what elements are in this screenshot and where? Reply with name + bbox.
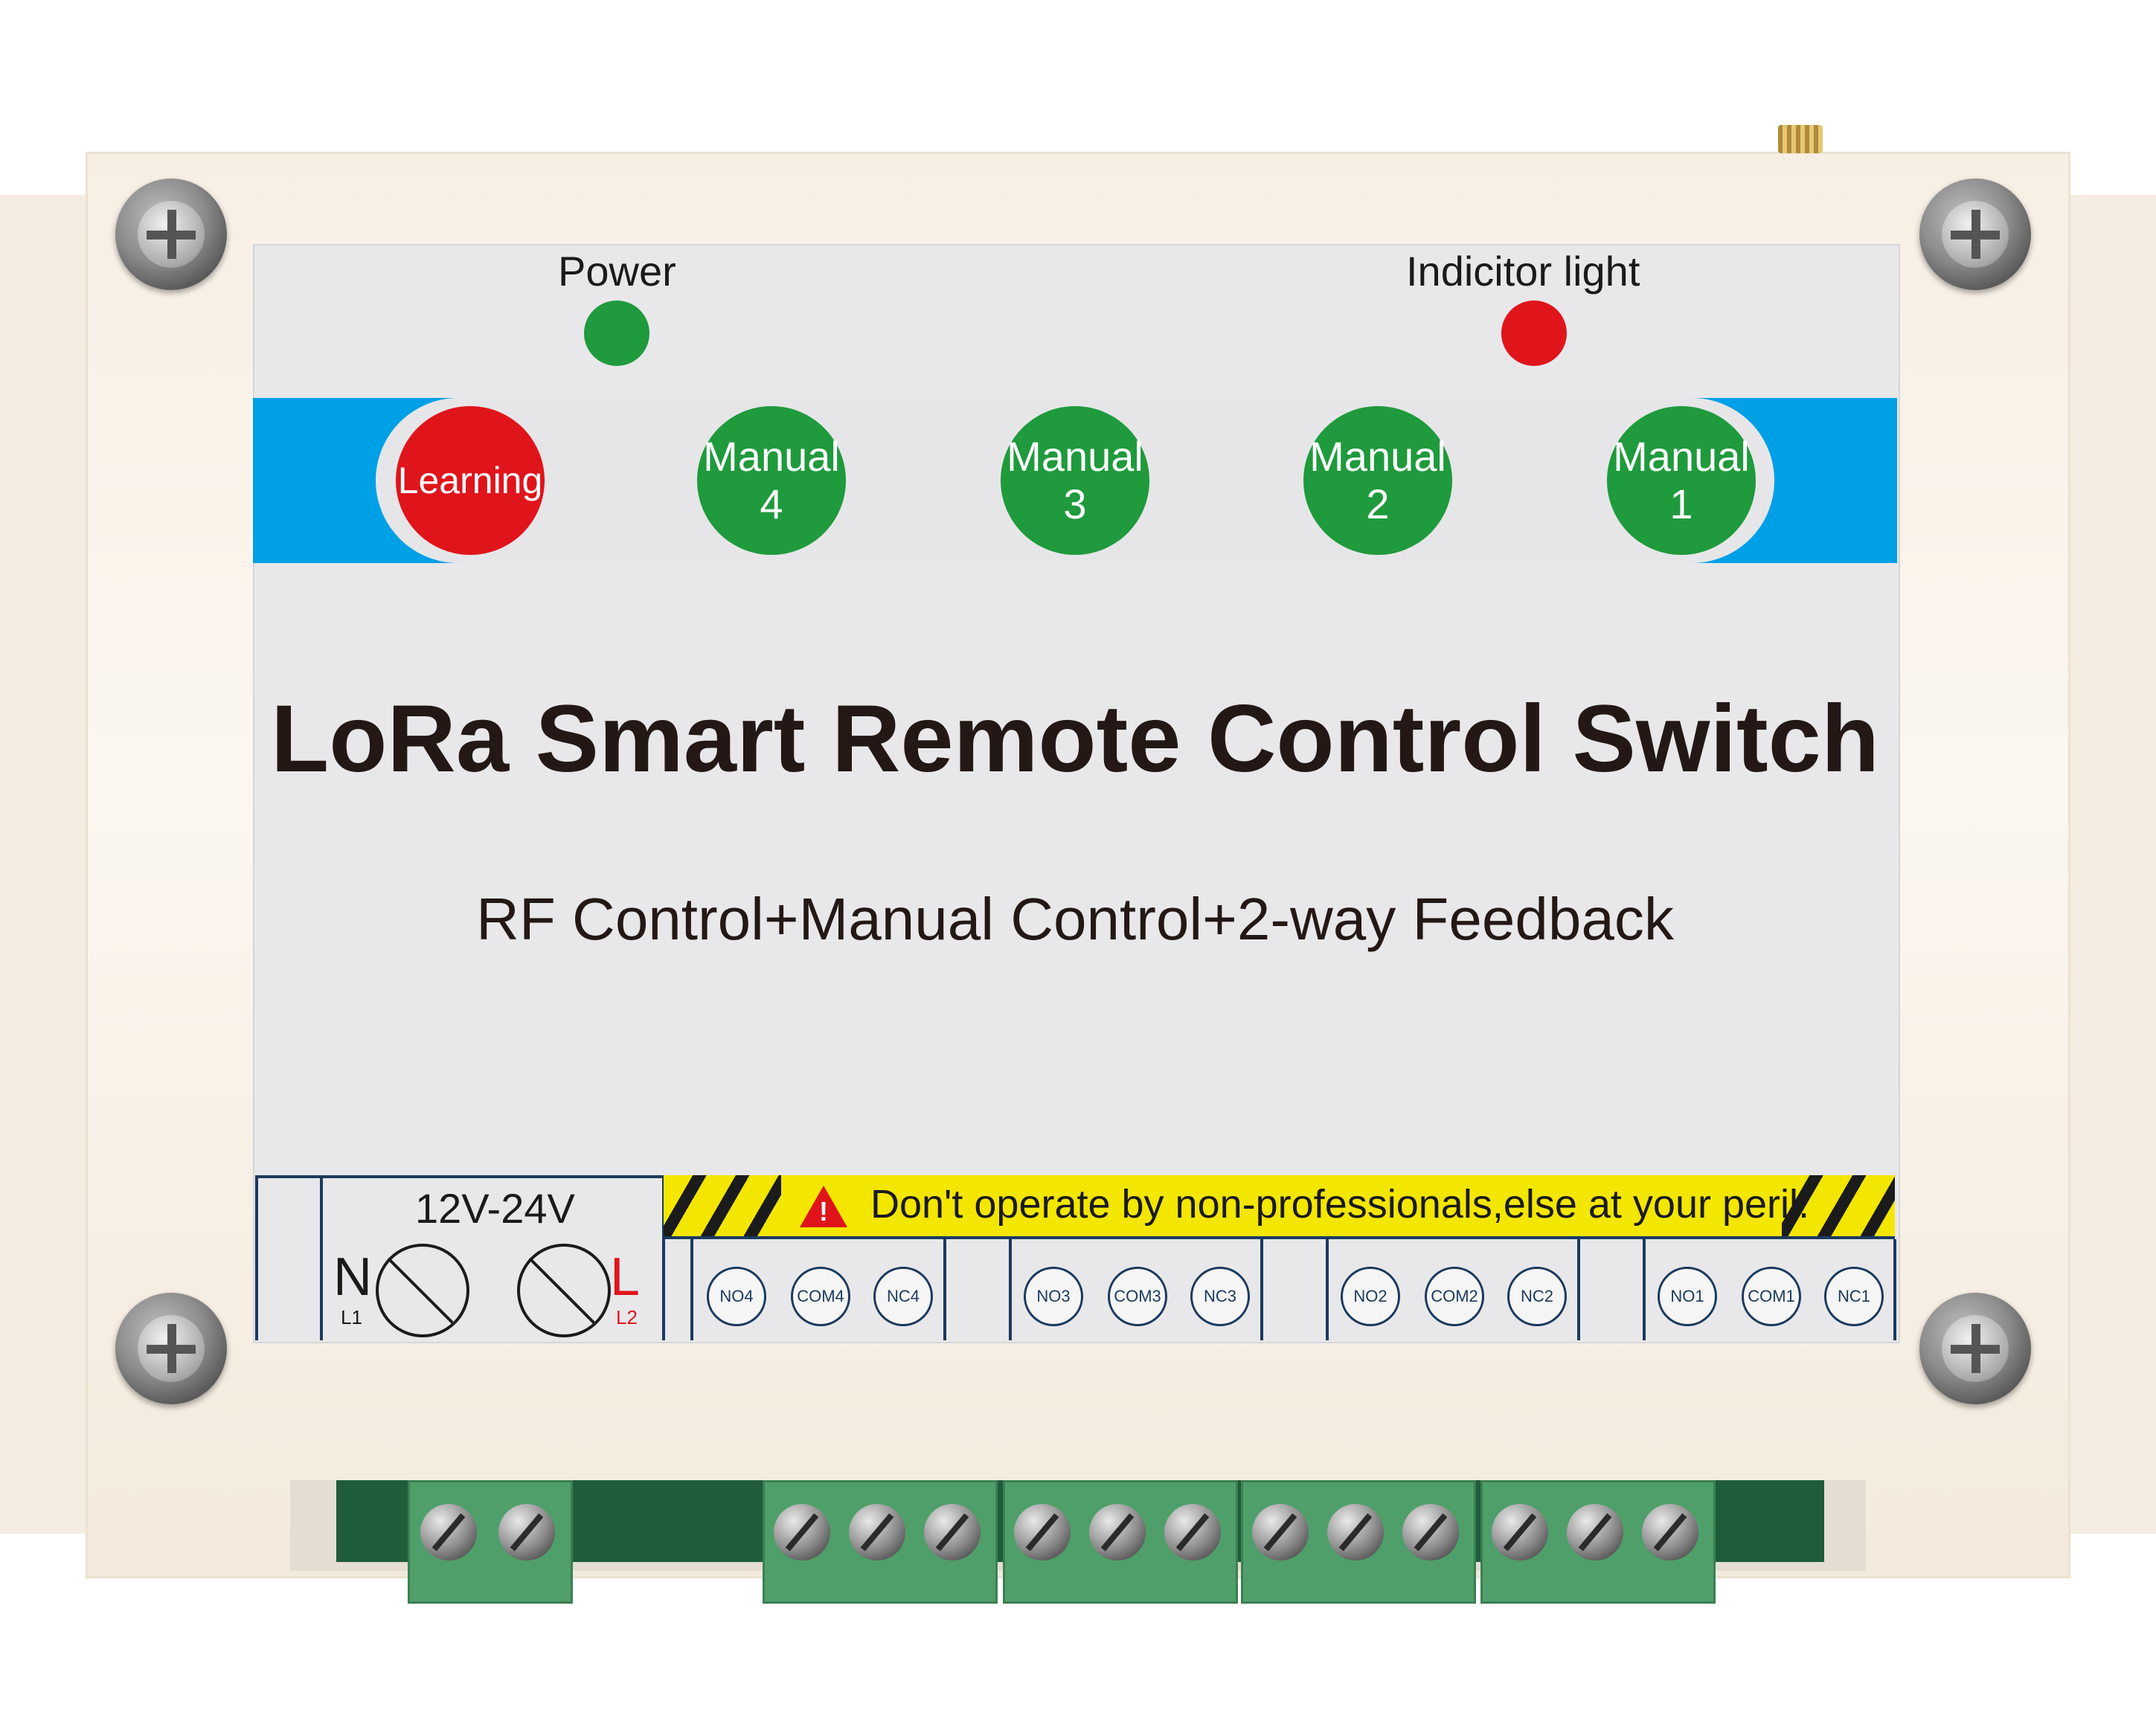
terminal-screw-icon <box>1089 1504 1146 1561</box>
terminal-screw-icon <box>1327 1504 1384 1561</box>
terminal-screw-icon <box>1252 1504 1309 1561</box>
manual-3-button-line2: 3 <box>1063 481 1087 527</box>
terminal-screw-icon <box>774 1504 830 1561</box>
neutral-sublabel: L1 <box>341 1306 362 1328</box>
manual-4-button-line1: Manual <box>703 433 840 480</box>
indicator-led <box>1501 301 1567 366</box>
terminal-screw-icon <box>1642 1504 1698 1561</box>
live-label: L <box>610 1247 641 1307</box>
manual-3-button[interactable]: Manual 3 <box>1001 406 1149 555</box>
relay-divider <box>1260 1239 1263 1340</box>
relay-divider <box>943 1239 946 1340</box>
pin-nc4: NC4 <box>873 1267 933 1326</box>
pin-no2: NO2 <box>1341 1267 1400 1326</box>
manual-2-button-line1: Manual <box>1309 433 1446 480</box>
terminal-screw-icon <box>1164 1504 1221 1561</box>
terminal-screw-icon <box>420 1504 477 1561</box>
relay-divider <box>1326 1239 1329 1340</box>
power-led <box>584 301 649 366</box>
relay-divider <box>1643 1239 1646 1340</box>
manual-2-button[interactable]: Manual 2 <box>1303 406 1452 555</box>
manual-2-button-line2: 2 <box>1366 481 1390 527</box>
pin-com1: COM1 <box>1742 1267 1801 1326</box>
manual-4-button[interactable]: Manual 4 <box>697 406 846 555</box>
antenna-connector <box>1778 125 1823 153</box>
terminal-screw-icon <box>849 1504 905 1561</box>
strip-divider <box>662 1175 665 1340</box>
pin-com3: COM3 <box>1108 1267 1167 1326</box>
manual-4-button-line2: 4 <box>760 481 783 527</box>
enclosure-left-wing <box>0 195 89 1534</box>
pin-com2: COM2 <box>1425 1267 1484 1326</box>
terminal-screw-icon <box>1492 1504 1548 1561</box>
product-title: LoRa Smart Remote Control Switch <box>271 686 1879 792</box>
learning-button[interactable]: Learning <box>396 406 545 555</box>
warning-triangle-icon: ! <box>800 1186 847 1227</box>
warning-bar-underline <box>664 1236 1895 1239</box>
learning-button-label: Learning <box>397 460 543 501</box>
neutral-terminal-icon <box>376 1244 469 1337</box>
pin-no3: NO3 <box>1024 1267 1083 1326</box>
manual-1-button-line1: Manual <box>1613 433 1750 480</box>
relay-divider <box>690 1239 693 1340</box>
relay-divider <box>1009 1239 1012 1340</box>
screw-top-right-icon <box>1919 179 2031 290</box>
pin-com4: COM4 <box>791 1267 850 1326</box>
live-sublabel: L2 <box>616 1306 638 1328</box>
manual-1-button[interactable]: Manual 1 <box>1607 406 1756 555</box>
screw-bottom-left-icon <box>115 1293 227 1404</box>
strip-divider <box>320 1175 323 1340</box>
neutral-label: N <box>333 1247 372 1307</box>
relay-divider <box>1577 1239 1580 1340</box>
terminal-screw-icon <box>498 1504 555 1561</box>
terminal-screw-icon <box>1014 1504 1071 1561</box>
relay-divider <box>1893 1239 1896 1340</box>
manual-1-button-line2: 1 <box>1669 481 1693 527</box>
voltage-label: 12V-24V <box>415 1185 575 1232</box>
screw-top-left-icon <box>115 179 227 290</box>
pin-nc2: NC2 <box>1507 1267 1567 1326</box>
terminal-screw-icon <box>1402 1504 1459 1561</box>
power-label: Power <box>558 248 676 295</box>
pin-no4: NO4 <box>707 1267 766 1326</box>
manual-3-button-line1: Manual <box>1007 433 1143 480</box>
pin-nc3: NC3 <box>1190 1267 1250 1326</box>
pin-nc1: NC1 <box>1824 1267 1884 1326</box>
warning-bar <box>781 1175 1782 1236</box>
warning-text: Don't operate by non-professionals,else … <box>870 1182 1810 1227</box>
indicator-light-label: Indicitor light <box>1406 248 1640 295</box>
strip-divider <box>255 1175 258 1340</box>
pin-no1: NO1 <box>1658 1267 1717 1326</box>
terminal-screw-icon <box>1567 1504 1623 1561</box>
screw-bottom-right-icon <box>1919 1293 2031 1404</box>
enclosure-right-wing <box>2067 195 2156 1534</box>
product-subtitle: RF Control+Manual Control+2-way Feedback <box>476 886 1674 952</box>
live-terminal-icon <box>517 1244 611 1337</box>
terminal-screw-icon <box>924 1504 981 1561</box>
